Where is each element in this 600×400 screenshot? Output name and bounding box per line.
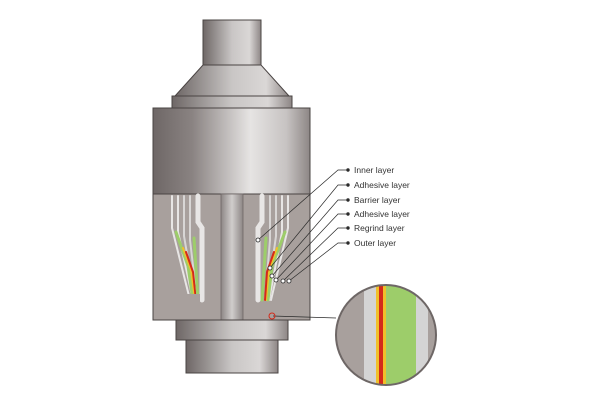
die-cone (173, 64, 291, 97)
label-barrier-layer: Barrier layer (354, 195, 400, 205)
zoom-source-marker (268, 312, 276, 320)
label-adhesive-layer-1: Adhesive layer (354, 180, 410, 190)
label-inner-layer: Inner layer (354, 165, 394, 175)
right-flow-channels (255, 193, 289, 303)
zoom-circle-icon (335, 284, 437, 386)
die-top-cylinder (202, 19, 262, 66)
die-collar (171, 95, 293, 110)
label-outer-layer: Outer layer (354, 238, 396, 248)
left-die-tip (160, 294, 200, 318)
die-outlet-lip (185, 339, 279, 374)
die-outlet-ring (175, 319, 289, 341)
label-adhesive-layer-2: Adhesive layer (354, 209, 410, 219)
callout-markers (255, 168, 350, 284)
label-regrind-layer: Regrind layer (354, 223, 405, 233)
callout-leaders (257, 169, 348, 319)
mandrel (220, 193, 244, 321)
die-body (152, 107, 311, 195)
left-flow-channels (171, 193, 205, 303)
